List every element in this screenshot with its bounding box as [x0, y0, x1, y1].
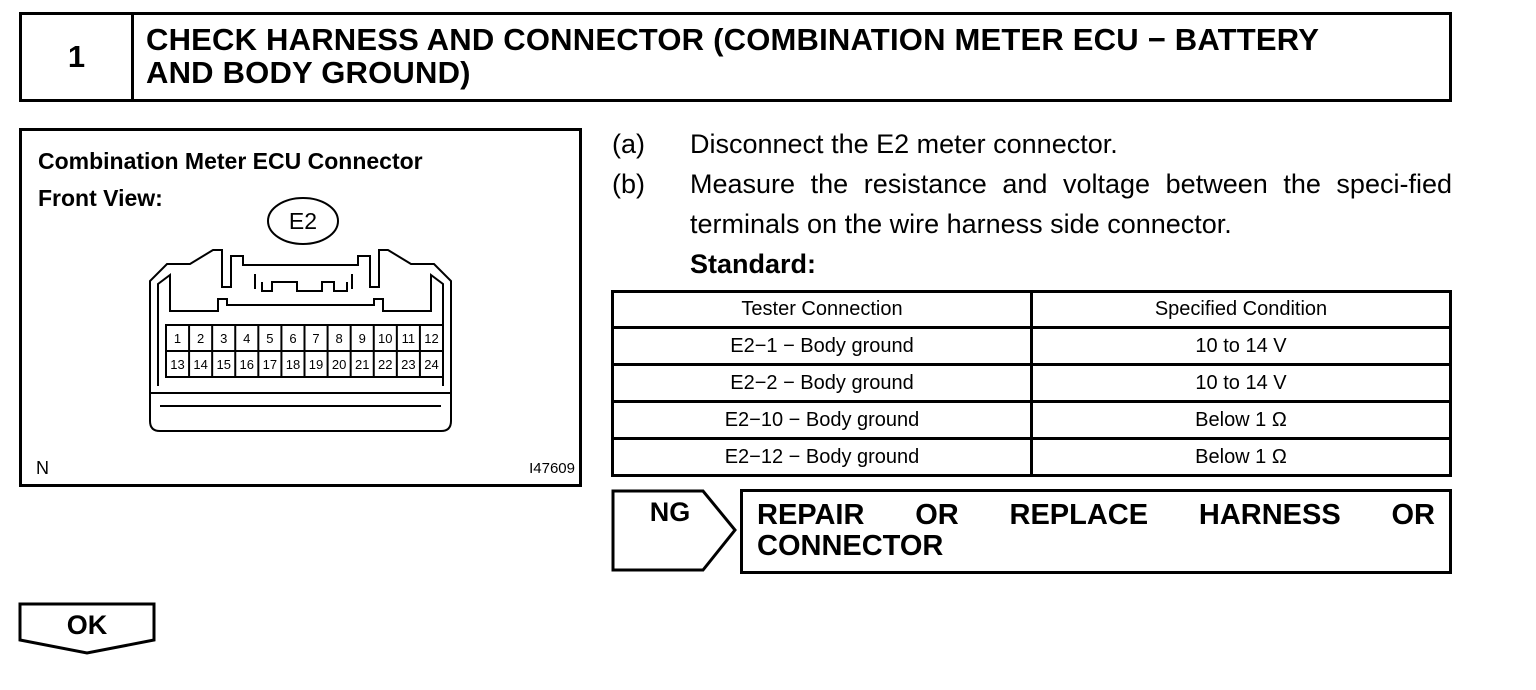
table-row: E2−10 − Body ground Below 1 Ω	[611, 400, 1452, 440]
connector-latch	[261, 281, 348, 292]
step-title-line2: AND BODY GROUND)	[146, 55, 471, 90]
pin-number: 7	[312, 331, 319, 346]
cell-connection: E2−1 − Body ground	[611, 326, 1033, 366]
pin-number: 18	[286, 357, 300, 372]
pin-number: 21	[355, 357, 369, 372]
table-row: E2−12 − Body ground Below 1 Ω	[611, 437, 1452, 477]
connector-housing	[149, 249, 452, 432]
diagram-title: Combination Meter ECU Connector Front Vi…	[38, 143, 423, 217]
cell-condition: Below 1 Ω	[1030, 400, 1452, 440]
pin-number: 16	[240, 357, 254, 372]
cell-connection: E2−12 − Body ground	[611, 437, 1033, 477]
ng-action-box: REPAIR OR REPLACE HARNESS OR CONNECTOR	[740, 489, 1452, 574]
header-tester-connection: Tester Connection	[611, 290, 1033, 329]
pin-number: 22	[378, 357, 392, 372]
pin-number: 3	[220, 331, 227, 346]
step-b-text: Measure the resistance and voltage betwe…	[690, 169, 1452, 239]
cell-connection: E2−2 − Body ground	[611, 363, 1033, 403]
step-b-letter: (b)	[612, 169, 645, 199]
step-header: 1 CHECK HARNESS AND CONNECTOR (COMBINATI…	[19, 12, 1452, 102]
ng-arrow-icon	[611, 489, 737, 572]
pin-number: 2	[197, 331, 204, 346]
pin-number: 11	[402, 331, 416, 346]
pin-number: 13	[170, 357, 184, 372]
step-title: CHECK HARNESS AND CONNECTOR (COMBINATION…	[146, 23, 1426, 89]
cell-condition: 10 to 14 V	[1030, 363, 1452, 403]
ng-label: NG	[649, 497, 691, 527]
pin-number: 5	[266, 331, 273, 346]
standard-label: Standard:	[690, 249, 817, 279]
ok-label: OK	[66, 610, 108, 640]
diagram-title-line1: Combination Meter ECU Connector	[38, 148, 423, 174]
cell-connection: E2−10 − Body ground	[611, 400, 1033, 440]
pin-number: 20	[332, 357, 346, 372]
step-a-text: Disconnect the E2 meter connector.	[690, 129, 1118, 159]
step-number: 1	[22, 15, 134, 99]
table-row: E2−1 − Body ground 10 to 14 V	[611, 326, 1452, 366]
pin-number: 10	[378, 331, 392, 346]
pin-number: 14	[193, 357, 207, 372]
header-specified-condition: Specified Condition	[1030, 290, 1452, 329]
step-b: (b) Measure the resistance and voltage b…	[612, 164, 1452, 244]
cell-condition: 10 to 14 V	[1030, 326, 1452, 366]
table-row: E2−2 − Body ground 10 to 14 V	[611, 363, 1452, 403]
step-a: (a) Disconnect the E2 meter connector.	[612, 124, 1452, 164]
cell-condition: Below 1 Ω	[1030, 437, 1452, 477]
step-a-letter: (a)	[612, 129, 645, 159]
pin-number: 15	[216, 357, 230, 372]
pin-number: 8	[336, 331, 343, 346]
pin-number: 6	[289, 331, 296, 346]
diagram-title-line2: Front View:	[38, 185, 163, 211]
ok-arrow-icon	[18, 602, 156, 655]
connector-inner-outline	[157, 273, 444, 386]
pin-number: 9	[359, 331, 366, 346]
pin-number: 4	[243, 331, 250, 346]
pin-number: 12	[424, 331, 438, 346]
figure-code: I47609	[529, 460, 575, 477]
step-title-line1: CHECK HARNESS AND CONNECTOR (COMBINATION…	[146, 22, 1320, 57]
pin-number: 17	[263, 357, 277, 372]
pin-number: 19	[309, 357, 323, 372]
diagram-corner-mark: N	[36, 458, 49, 478]
connector-label: E2	[289, 208, 317, 234]
pin-number: 24	[424, 357, 438, 372]
spec-table: Tester Connection Specified Condition E2…	[611, 290, 1452, 477]
pin-number: 1	[174, 331, 181, 346]
table-header-row: Tester Connection Specified Condition	[611, 290, 1452, 329]
ng-action-text: REPAIR OR REPLACE HARNESS OR CONNECTOR	[757, 499, 1435, 562]
pin-number: 23	[401, 357, 415, 372]
connector-label-oval	[267, 197, 339, 245]
